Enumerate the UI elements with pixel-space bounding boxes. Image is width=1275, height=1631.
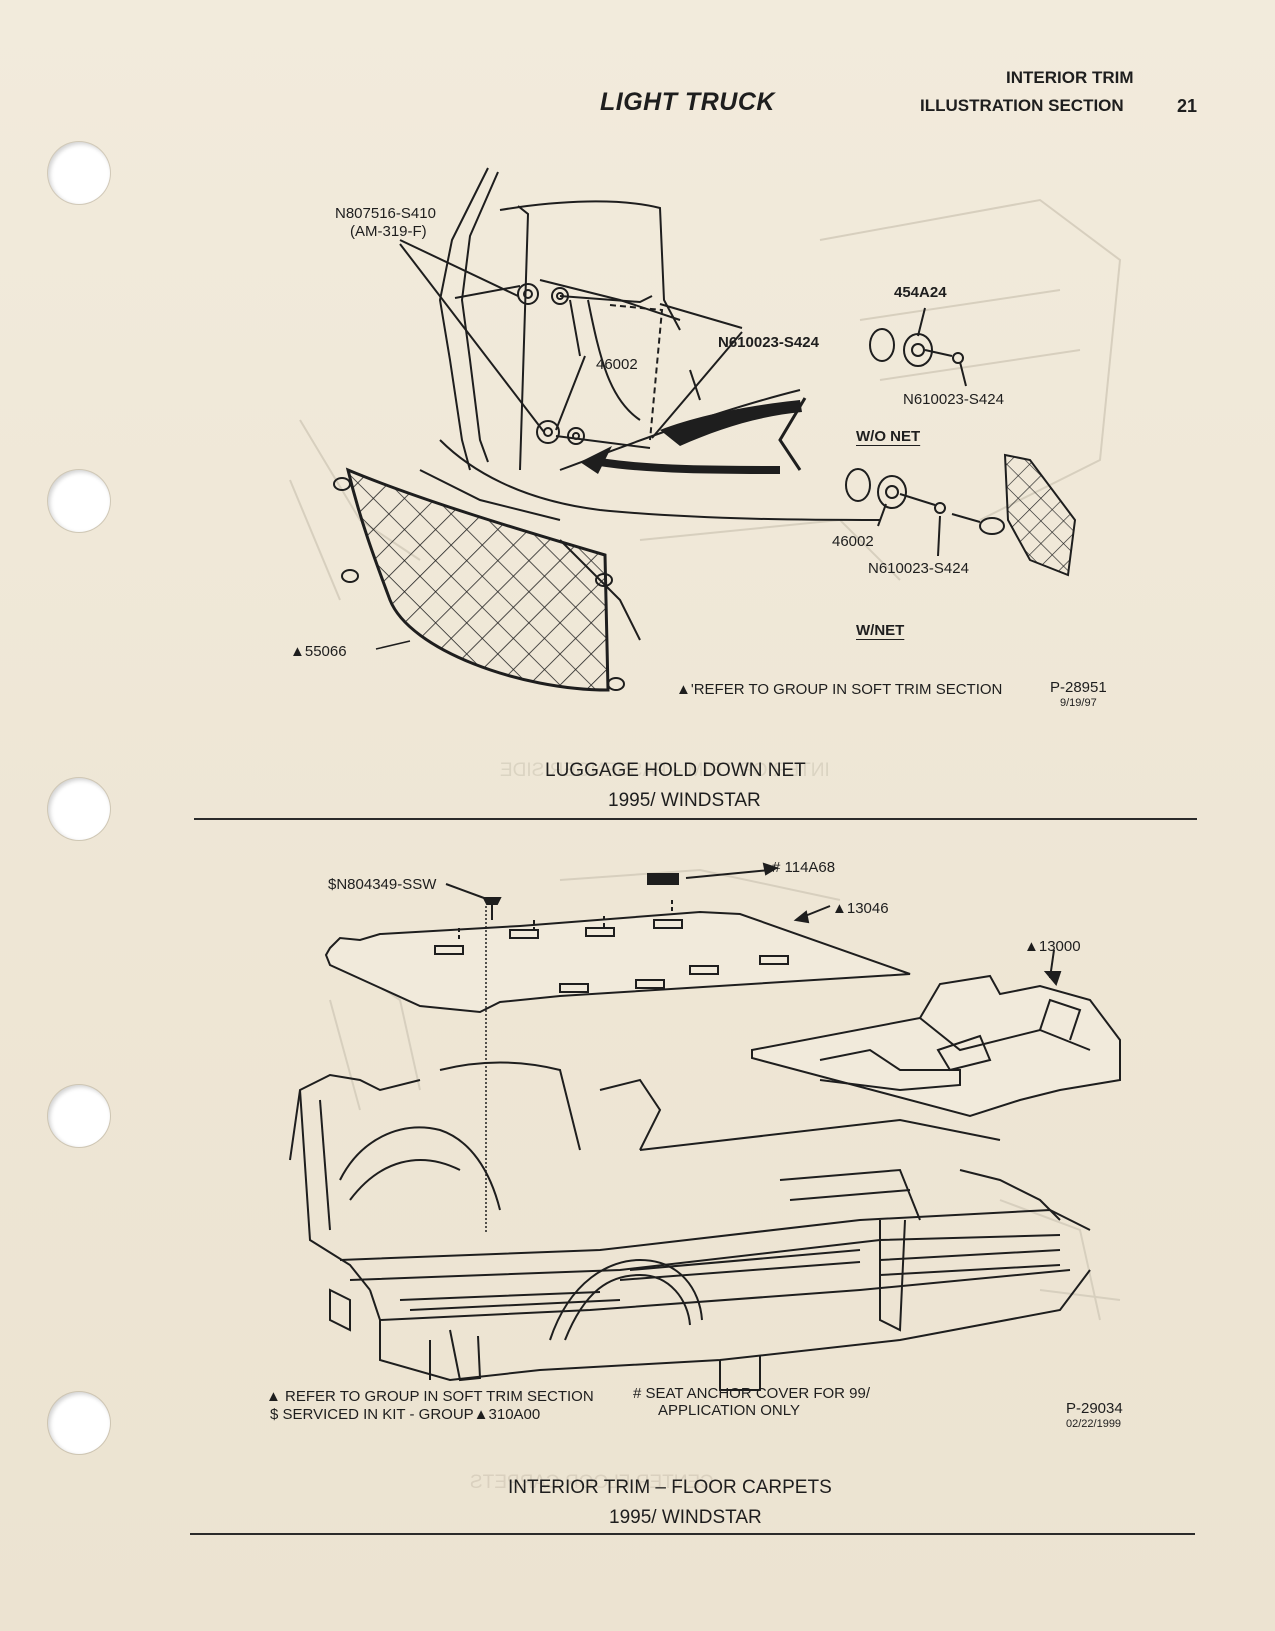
figure1-note: ▲'REFER TO GROUP IN SOFT TRIM SECTION [676,681,1003,698]
figure2-note-line2: $ SERVICED IN KIT - GROUP▲310A00 [270,1406,541,1423]
bleed-through-lines [329,868,1121,1321]
part-label-454a24: 454A24 [894,284,947,301]
figure2-date: 02/22/1999 [1066,1418,1122,1430]
part-label-55066: ▲55066 [290,643,347,660]
part-label-46002-bottom: 46002 [832,533,874,550]
binder-hole [48,1085,110,1147]
part-label-13046: ▲13046 [832,900,889,917]
section-divider [190,1533,1195,1535]
part-label-n804349: $N804349-SSW [328,876,437,893]
binder-hole [48,778,110,840]
section-title-line2: ILLUSTRATION SECTION [920,96,1124,115]
figure2-id: P-29034 [1066,1400,1123,1417]
figure1-caption-line1: LUGGAGE HOLD DOWN NET [545,760,806,781]
variant-label-w-net: W/NET [856,622,905,639]
figure1-date: 9/19/97 [1060,697,1097,709]
part-label-am319f: (AM-319-F) [350,223,427,240]
part-label-n807516: N807516-S410 [335,205,436,222]
part-label-114a68: # 114A68 [772,859,836,876]
section-divider [194,818,1197,820]
cargo-net [333,467,625,692]
part-label-13000: ▲13000 [1024,938,1081,955]
part-label-46002-top: 46002 [596,356,638,373]
figure2-caption-line2: 1995/ WINDSTAR [609,1507,762,1528]
binder-hole [48,142,110,204]
part-label-n610023-top: N610023-S424 [718,334,819,351]
page-number: 21 [1177,96,1198,116]
figure2-note-line4: APPLICATION ONLY [658,1402,800,1419]
variant-label-wo-net: W/O NET [856,428,921,445]
figure1-caption-line2: 1995/ WINDSTAR [608,790,761,811]
section-title-line1: INTERIOR TRIM [1006,68,1134,87]
part-label-n610023-bottom: N610023-S424 [868,560,969,577]
figure2-note-line3: # SEAT ANCHOR COVER FOR 99/ [633,1385,871,1402]
binder-hole [48,470,110,532]
page-title: LIGHT TRUCK [600,88,775,116]
figure2-note-line1: ▲ REFER TO GROUP IN SOFT TRIM SECTION [266,1388,594,1405]
part-label-n610023-right: N610023-S424 [903,391,1004,408]
binder-hole [48,1392,110,1454]
figure2-caption-line1: INTERIOR TRIM – FLOOR CARPETS [508,1477,832,1498]
figure1-id: P-28951 [1050,679,1107,696]
